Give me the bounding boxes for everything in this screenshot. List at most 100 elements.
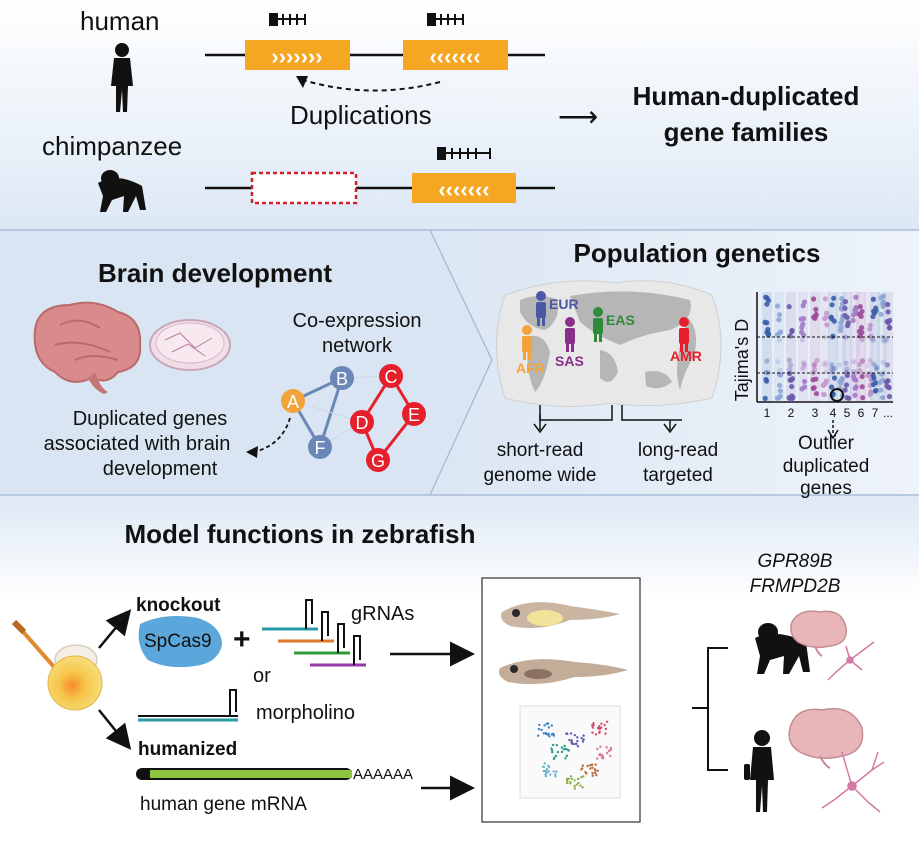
brain-development-panel: Brain development Co-expression network [33, 258, 426, 480]
tsne-plot [519, 705, 621, 799]
gene-structure-icon [437, 147, 491, 160]
population-genetics-title: Population genetics [573, 238, 820, 268]
zebrafish-larva-icon [499, 659, 628, 685]
network-node-c: C [379, 364, 403, 388]
coexpression-label-line1: Co-expression [293, 310, 422, 332]
chimp-gene-copy [412, 173, 516, 203]
svg-text:1: 1 [764, 406, 771, 420]
network-node-a: A [281, 389, 305, 413]
network-node-f: F [308, 435, 332, 459]
region-label-amr: AMR [670, 348, 702, 364]
knockout-arrow [98, 609, 132, 649]
svg-text:4: 4 [830, 406, 837, 420]
chimpanzee-silhouette-icon [755, 623, 810, 674]
brain-caption-line2: associated with brain [44, 433, 231, 455]
zebrafish-title: Model functions in zebrafish [124, 519, 475, 549]
species-bracket [692, 647, 728, 771]
outlier-label-line1: Outlier [798, 433, 855, 454]
knockout-label: knockout [136, 595, 221, 616]
mrna-label: human gene mRNA [140, 794, 307, 815]
morpholino-strand-icon [138, 689, 238, 722]
chimpanzee-silhouette-icon [98, 170, 146, 212]
humanized-label: humanized [138, 739, 237, 760]
long-read-label-line1: long-read [638, 440, 718, 461]
plus-sign: + [233, 623, 251, 656]
duplications-label: Duplications [290, 100, 432, 130]
spcas9-label: SpCas9 [144, 631, 212, 652]
zebrafish-panel: Model functions in zebrafish knockout Sp… [11, 519, 885, 823]
result-title-line2: gene families [664, 117, 829, 147]
human-silhouette-icon [744, 730, 774, 812]
human-label: human [80, 6, 160, 36]
network-node-d: D [350, 410, 374, 434]
gene-structure-icon [269, 13, 306, 26]
tajimas-d-plot: 1 2 3 4 5 6 7 ... [756, 292, 893, 420]
brain-caption-line3: development [103, 458, 218, 480]
result-title-line1: Human-duplicated [633, 81, 860, 111]
brain-icon [33, 301, 142, 394]
svg-text:7: 7 [872, 406, 879, 420]
svg-text:A: A [287, 392, 299, 412]
eur-person-icon [536, 291, 546, 326]
sas-person-icon [565, 317, 575, 352]
grnas-label: gRNAs [351, 603, 414, 625]
svg-text:G: G [371, 451, 385, 471]
region-label-sas: SAS [555, 353, 584, 369]
panel-chevron-divider [429, 229, 493, 496]
region-label-eur: EUR [549, 296, 579, 312]
svg-text:B: B [336, 369, 348, 389]
svg-text:3: 3 [812, 406, 819, 420]
grna-strands-icon [262, 599, 366, 667]
coexpression-label-line2: network [322, 335, 393, 357]
svg-text:‹‹‹‹‹‹‹: ‹‹‹‹‹‹‹ [438, 177, 489, 202]
neuron-icon [827, 641, 875, 681]
morpholino-label: morpholino [256, 702, 355, 724]
amr-person-icon [679, 317, 689, 352]
long-read-label-line2: targeted [643, 465, 713, 486]
network-node-e: E [402, 402, 426, 426]
afr-person-icon [522, 325, 532, 360]
region-label-afr: AFR [516, 360, 545, 376]
brain-icon [790, 610, 847, 657]
short-read-bracket [539, 405, 613, 421]
short-read-label-line2: genome wide [483, 465, 596, 486]
humanized-arrow [98, 709, 132, 750]
or-label: or [253, 665, 271, 687]
human-gene-copy-2 [403, 40, 508, 70]
brain-icon [788, 708, 864, 769]
brain-development-title: Brain development [98, 258, 332, 288]
svg-text:›››››››: ››››››› [271, 44, 322, 69]
tajimas-d-axis-label: Tajima's D [732, 319, 752, 401]
neuron-icon [821, 751, 885, 813]
svg-text:6: 6 [858, 406, 865, 420]
spcas9-blob-icon [138, 616, 222, 668]
network-node-b: B [330, 366, 354, 390]
outlier-highlight-circle [830, 388, 844, 402]
svg-text:E: E [408, 405, 420, 425]
missing-gene-copy [250, 171, 358, 205]
population-genetics-panel: Population genetics EUR EAS SAS [483, 238, 893, 499]
gene-structure-icon [427, 13, 464, 26]
network-node-g: G [366, 448, 390, 472]
right-arrow: ⟶ [558, 101, 598, 132]
eas-person-icon [593, 307, 603, 342]
gene-label-gpr89b: GPR89B [758, 551, 833, 572]
mrna-strand-icon [136, 768, 352, 780]
embryo-injection-icon [11, 619, 103, 711]
outlier-label-line2: duplicated [783, 456, 870, 477]
polya-tail-label: AAAAAA [353, 766, 413, 783]
petri-dish-icon [149, 319, 231, 371]
svg-text:F: F [315, 438, 326, 458]
short-read-label-line1: short-read [497, 440, 584, 461]
tajimas-d-dots [762, 292, 893, 402]
gene-label-frmpd2b: FRMPD2B [750, 576, 841, 597]
plot-ticks: 1 2 3 4 5 6 7 ... [764, 406, 893, 420]
svg-text:...: ... [883, 406, 893, 420]
top-panel: human ››››››› ‹‹‹‹‹‹‹ Duplications ⟶ Hum… [42, 6, 859, 212]
long-read-bracket [621, 405, 682, 421]
human-silhouette-icon [111, 43, 133, 112]
svg-text:5: 5 [844, 406, 851, 420]
brain-caption-line1: Duplicated genes [73, 408, 228, 430]
chimpanzee-label: chimpanzee [42, 131, 182, 161]
